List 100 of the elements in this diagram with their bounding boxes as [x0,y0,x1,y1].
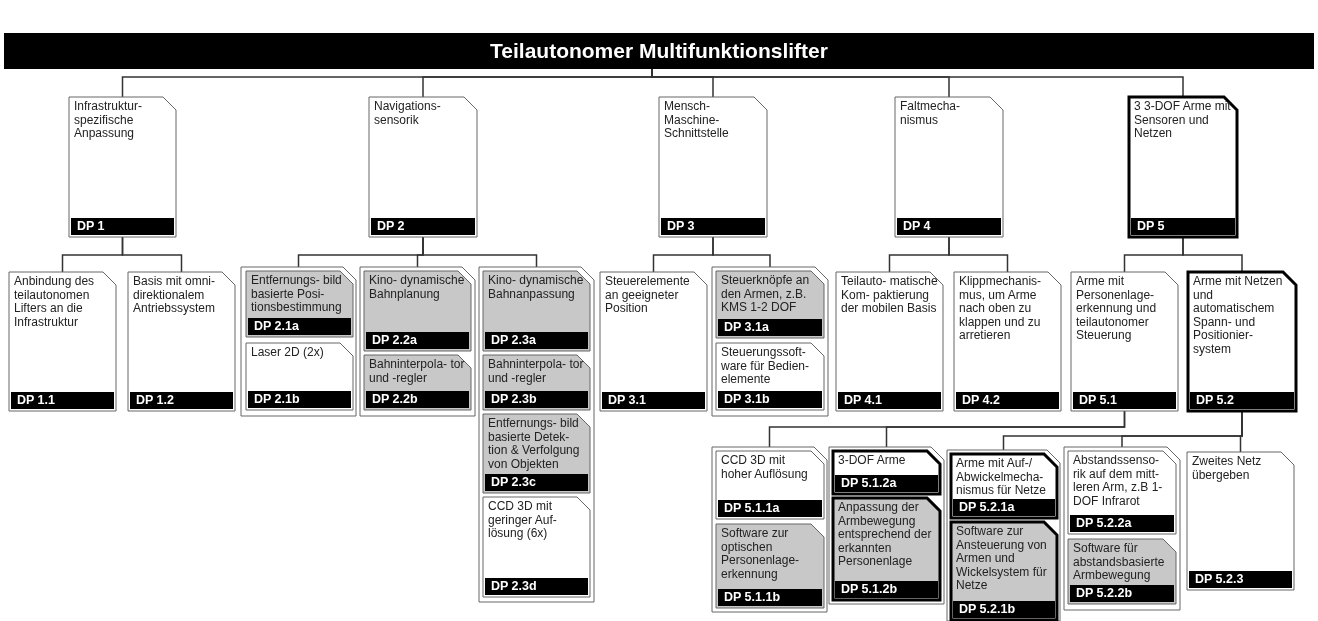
group-frame [1064,447,1180,610]
card-text: Anpassung der Armbewegung entsprechend der erkannten Personenlage [838,501,933,569]
card-text: Abstandssenso- rik auf dem mitt- leren Arm, z.B 1-DOF Infrarot [1073,454,1164,508]
id-label: DP 5.1 [1073,392,1176,409]
group-frame [712,267,828,416]
group-frame [947,450,1060,621]
card-text: Entfernungs- bild basierte Posi- tionsbestimmung [251,274,343,315]
id-label: DP 2.1b [248,391,351,408]
card-text: Arme mit Netzen und automatischem Spann- und Positionier- system [1193,275,1284,356]
card-text: Bahninterpola- tor und -regler [488,358,585,385]
id-label: DP 5 [1131,218,1235,235]
document-card [836,272,943,411]
id-label: DP 4.1 [838,392,941,409]
document-card [1188,272,1296,411]
shaded-document-card [716,271,824,338]
shaded-document-card [364,271,471,351]
shaded-document-card [716,524,824,608]
id-label: DP 1 [71,218,174,235]
document-card [128,272,235,411]
id-label: DP 2.2b [366,391,469,408]
id-label: DP 5.2 [1190,392,1294,409]
shaded-document-card [951,522,1057,620]
id-label: DP 3.1b [718,391,822,408]
title-bar [4,33,1314,69]
card-text: Steuerelemente an geeigneter Position [605,275,691,316]
card-text: Steuerknöpfe an den Armen, z.B. KMS 1-2 DOF [721,274,811,315]
id-label: DP 3.1 [602,392,705,409]
id-label: DP 5.2.2a [1070,515,1174,532]
document-card [895,97,1003,237]
card-text: Software für abstandsbasierte Armbewegung [1073,542,1166,583]
card-text: Software zur optischen Personenlage- erkennung [721,527,801,581]
connector-line [121,236,183,273]
card-text: Navigations- sensorik [374,100,442,127]
id-label: DP 5.2.1b [953,601,1055,618]
document-card [716,451,824,519]
id-label: DP 5.2.2b [1070,585,1174,602]
card-text: Bahninterpola- tor und -regler [369,358,466,385]
id-label: DP 4 [897,218,1001,235]
id-label: DP 5.2.1a [953,499,1055,516]
document-card [69,97,176,237]
document-card [659,97,767,237]
id-label: DP 3 [661,218,765,235]
document-card [600,272,707,411]
id-label: DP 2 [371,218,475,235]
group-frame [241,267,356,416]
document-card [951,454,1057,518]
shaded-document-card [246,271,353,337]
connector-line [422,236,538,268]
shaded-document-card [483,355,590,410]
group-frame [829,447,944,604]
id-label: DP 5.1.1b [718,589,822,606]
connector-line [712,236,771,268]
shaded-document-card [483,414,590,493]
connector-line [885,410,1126,448]
card-text: Entfernungs- bild basierte Detek- tion & Verfolgung von Objekten [488,417,581,471]
document-card [716,343,824,410]
group-frame [479,267,594,602]
id-label: DP 1.1 [11,392,114,409]
id-label: DP 4.2 [956,392,1059,409]
shaded-document-card [833,498,940,600]
id-label: DP 2.2a [366,332,469,349]
shaded-document-card [1068,539,1176,604]
id-label: DP 1.2 [130,392,233,409]
card-text: Infrastruktur- spezifische Anpassung [74,100,143,141]
card-text: CCD 3D mit hoher Auflösung [721,454,809,481]
card-text: Anbindung des teilautonomen Lifters an die Infrastruktur [14,275,96,329]
document-card [1129,97,1237,237]
card-text: Faltmecha- nismus [900,100,962,127]
connector-line [948,236,1009,273]
card-text: Zweites Netz übergeben [1192,455,1263,482]
id-label: DP 5.1.2a [835,475,938,492]
id-label: DP 2.3d [485,578,588,595]
card-text: 3 3-DOF Arme mit Sensoren und Netzen [1134,100,1232,141]
id-label: DP 2.3a [485,332,588,349]
id-label: DP 2.3b [485,391,588,408]
card-text: 3-DOF Arme [838,454,907,468]
id-label: DP 5.2.3 [1189,571,1292,588]
id-label: DP 3.1a [718,319,822,336]
document-card [833,451,940,494]
document-card [1187,452,1294,590]
document-card [483,497,590,597]
document-card [9,272,116,411]
document-card [1071,272,1178,411]
group-frame [712,447,827,612]
card-text: Kino- dynamische Bahnanpassung [488,274,585,301]
document-card [954,272,1061,411]
document-card [246,343,353,410]
shaded-document-card [364,355,471,410]
id-label: DP 5.1.2b [835,581,938,598]
card-text: CCD 3D mit geringer Auf- lösung (6x) [488,500,558,541]
id-label: DP 2.3c [485,474,588,491]
document-card [1068,451,1176,534]
card-text: Mensch- Maschine- Schnittstelle [664,100,730,141]
card-text: Laser 2D (2x) [251,346,325,360]
card-text: Arme mit Auf-/ Abwickelmecha- nismus für Netze [956,457,1048,498]
card-text: Steuerungssoft- ware für Bedien- elemente [721,346,811,387]
id-label: DP 5.1.1a [718,500,822,517]
shaded-document-card [483,271,590,351]
document-card [369,97,477,237]
card-text: Basis mit omni- direktionalem Antriebssystem [133,275,217,316]
